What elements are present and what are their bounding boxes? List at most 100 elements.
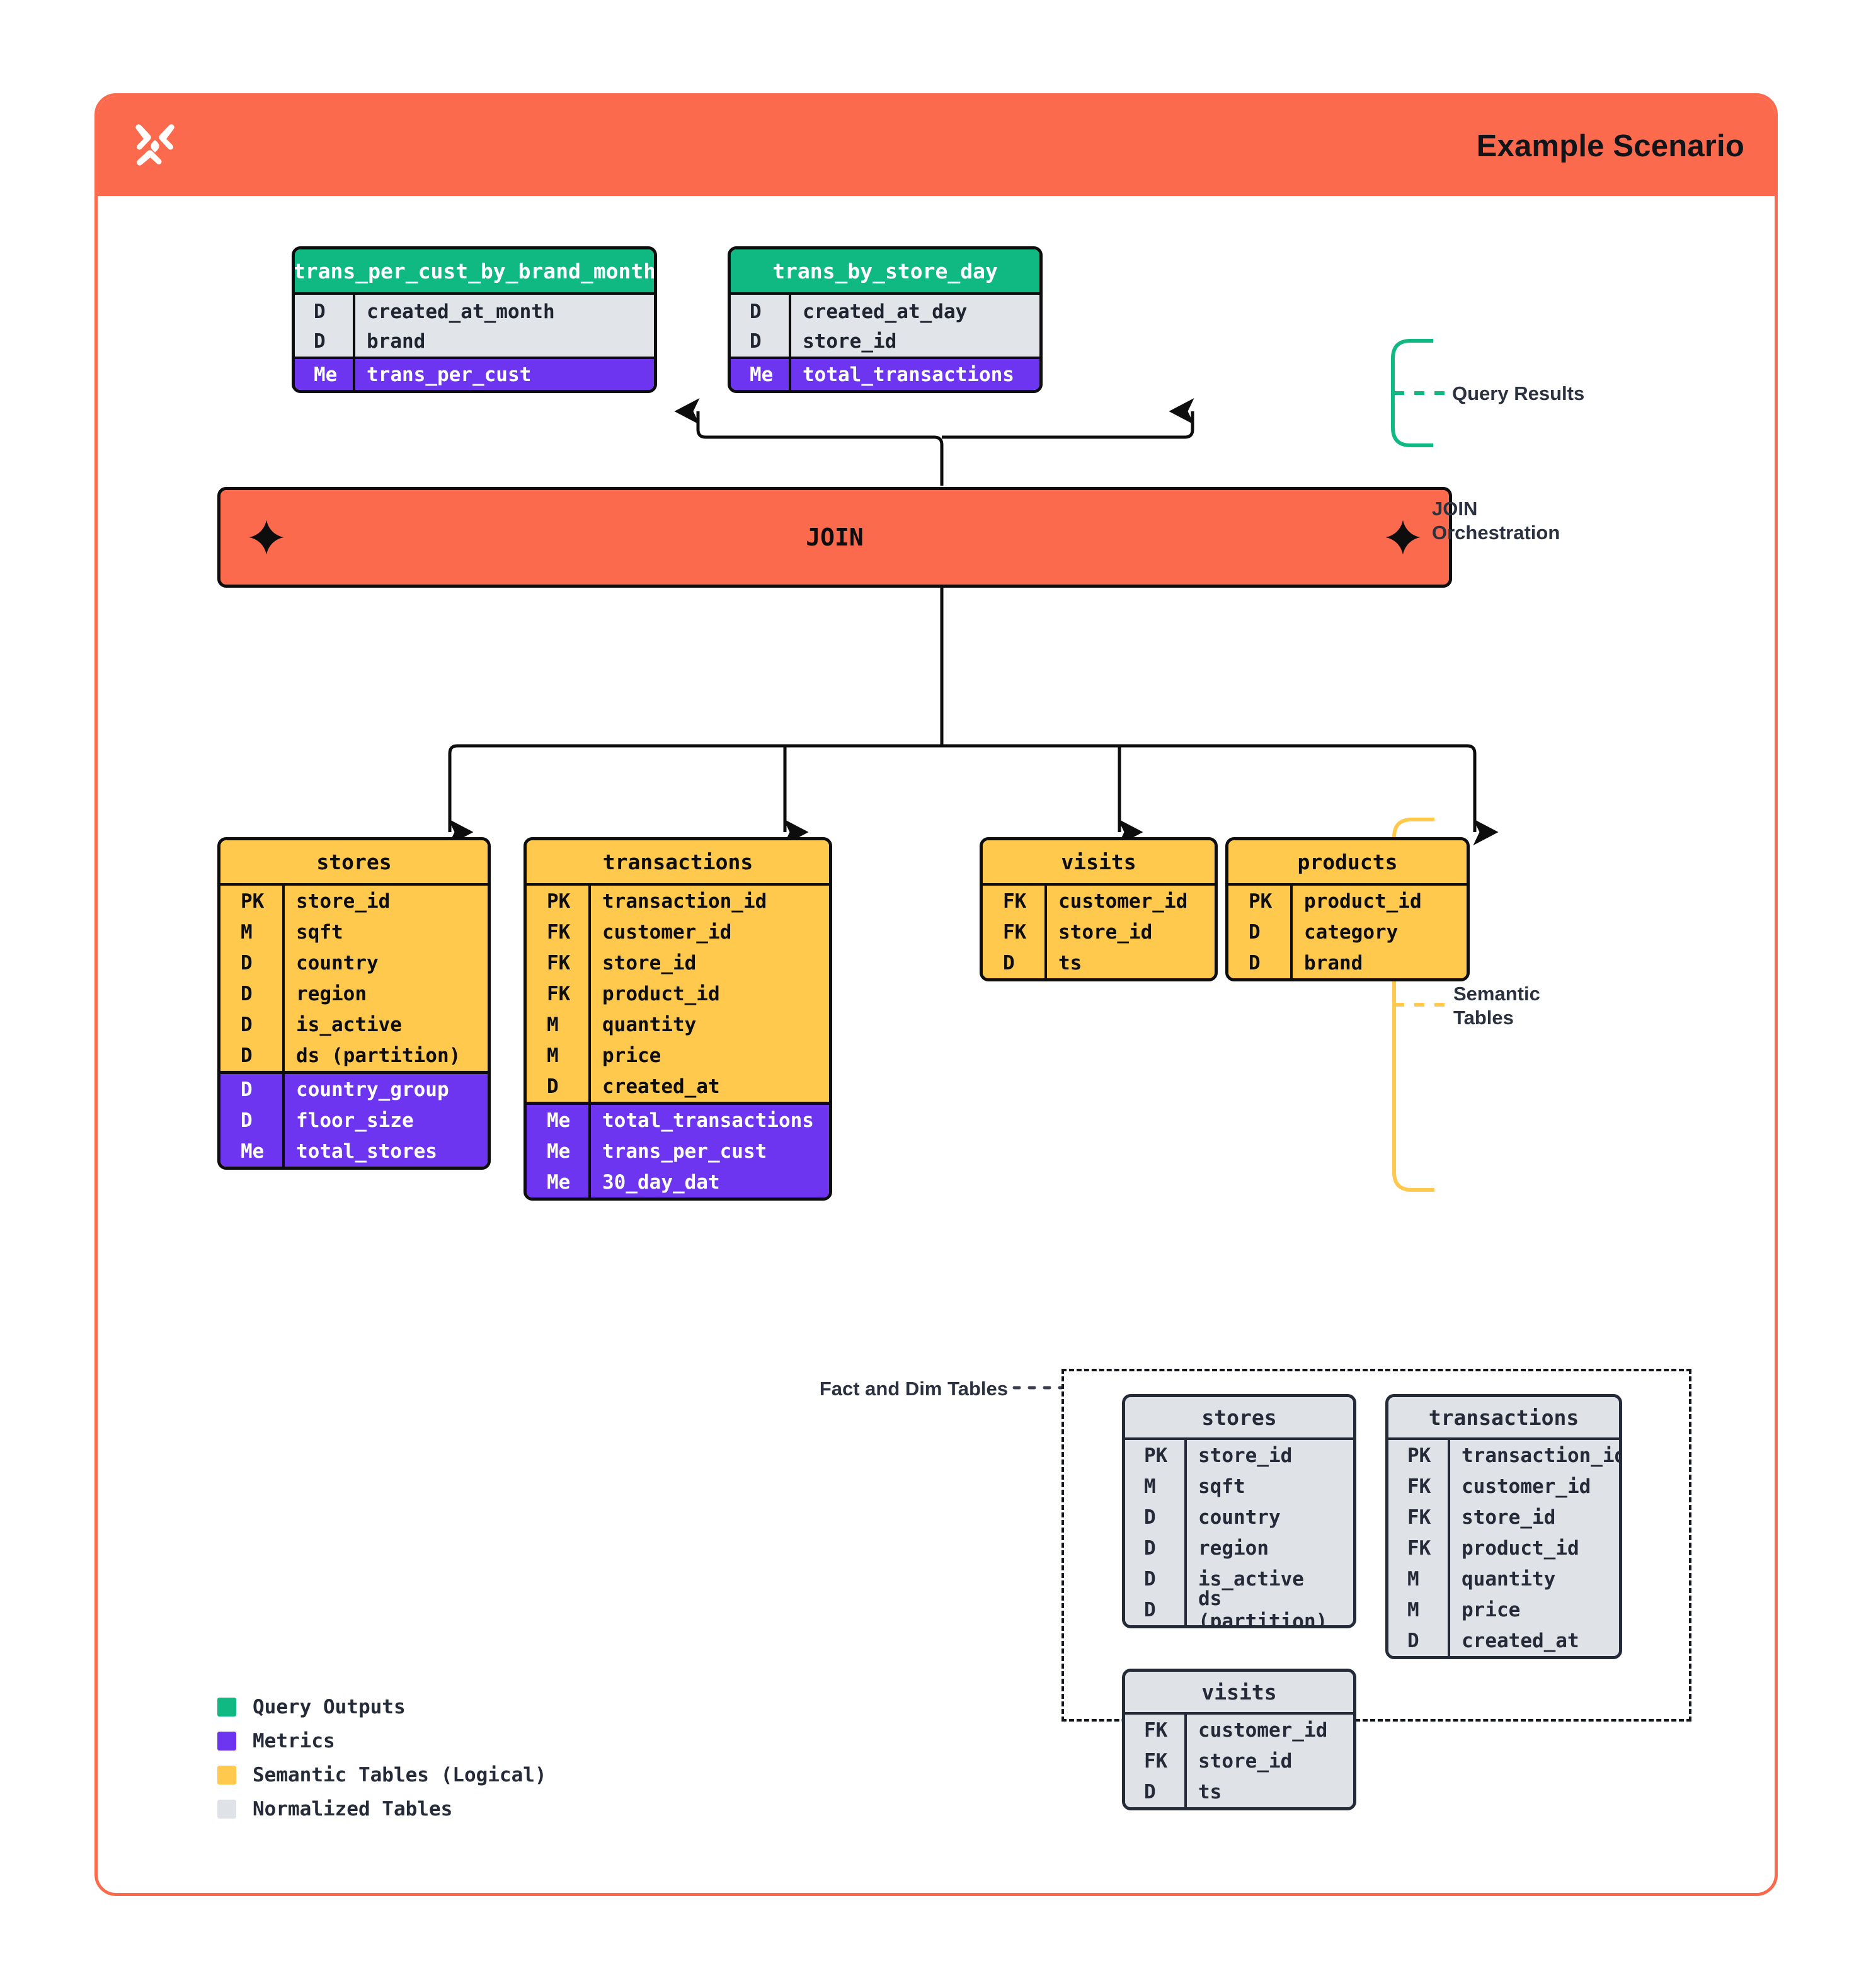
annotation-join-orchestration: JOIN Orchestration — [1432, 497, 1560, 545]
legend-label: Normalized Tables — [253, 1798, 453, 1820]
column-key: FK — [1003, 920, 1027, 944]
table-title: trans_per_cust_by_brand_month — [295, 249, 654, 295]
diagram-canvas: trans_per_cust_by_brand_month D created_… — [98, 196, 1775, 1893]
column-key: FK — [1407, 1475, 1431, 1498]
table-title: transactions — [527, 840, 829, 886]
column-divider — [1448, 1440, 1450, 1656]
legend-item: Query Outputs — [217, 1690, 547, 1724]
column-field: category — [1304, 920, 1399, 944]
column-key: D — [1144, 1598, 1156, 1621]
column-key: D — [241, 982, 253, 1005]
column-field: total_transactions — [803, 363, 1014, 386]
column-key: M — [1407, 1567, 1419, 1591]
table-row: Me trans_per_cust — [295, 359, 654, 390]
column-key: FK — [547, 920, 571, 944]
column-field: ts — [1198, 1780, 1222, 1803]
column-divider — [789, 295, 791, 390]
column-field: customer_id — [1462, 1475, 1591, 1498]
column-field: customer_id — [1198, 1718, 1328, 1742]
column-key: Me — [547, 1140, 571, 1163]
column-field: floor_size — [296, 1109, 414, 1132]
sparkle-icon — [248, 519, 285, 556]
column-field: price — [602, 1044, 661, 1067]
column-key: Me — [547, 1109, 571, 1132]
column-key: FK — [1144, 1749, 1168, 1773]
column-key: Me — [241, 1140, 265, 1163]
column-key: FK — [1144, 1718, 1168, 1742]
column-divider — [1184, 1440, 1187, 1625]
column-field: quantity — [602, 1013, 697, 1036]
column-field: total_transactions — [602, 1109, 814, 1132]
join-orchestration-bar[interactable]: JOIN — [217, 487, 1452, 588]
table-row: Me total_transactions — [527, 1105, 829, 1136]
column-field: is_active — [296, 1013, 402, 1036]
annotation-label: Query Results — [1452, 382, 1585, 404]
column-field: product_id — [1462, 1536, 1579, 1560]
annotation-label-line1: JOIN — [1432, 498, 1478, 520]
column-field: store_id — [1462, 1505, 1556, 1529]
column-field: region — [1198, 1536, 1269, 1560]
query-result-table-1[interactable]: trans_by_store_day D created_at_day D st… — [728, 246, 1043, 393]
sparkle-icon — [1385, 519, 1421, 556]
column-field: created_at — [1462, 1629, 1579, 1652]
column-key: M — [547, 1013, 559, 1036]
column-field: country — [1198, 1505, 1281, 1529]
legend-swatch-query-outputs — [217, 1698, 236, 1717]
fact-dim-container — [1061, 1369, 1691, 1722]
example-scenario-card: Example Scenario — [94, 93, 1778, 1896]
column-divider — [353, 295, 355, 390]
column-field: 30_day_dat — [602, 1170, 720, 1194]
column-field: is_active — [1198, 1567, 1304, 1591]
table-title: trans_by_store_day — [731, 249, 1039, 295]
column-key: D — [241, 1109, 253, 1132]
column-field: price — [1462, 1598, 1521, 1621]
column-key: D — [1144, 1567, 1156, 1591]
legend-swatch-metrics — [217, 1732, 236, 1751]
column-field: sqft — [1198, 1475, 1245, 1498]
column-key: D — [750, 329, 762, 353]
metric-rows: Me total_transactions — [731, 357, 1039, 390]
column-key: D — [241, 1013, 253, 1036]
annotation-label-line1: Semantic — [1453, 983, 1540, 1005]
column-field: trans_per_cust — [367, 363, 532, 386]
column-key: D — [1003, 951, 1015, 974]
column-key: PK — [547, 889, 571, 913]
column-field: ts — [1058, 951, 1082, 974]
column-key: D — [1249, 920, 1261, 944]
column-key: D — [314, 300, 326, 323]
metric-rows: Me trans_per_cust — [295, 357, 654, 390]
legend-swatch-semantic-tables — [217, 1766, 236, 1785]
query-result-table-0[interactable]: trans_per_cust_by_brand_month D created_… — [292, 246, 657, 393]
